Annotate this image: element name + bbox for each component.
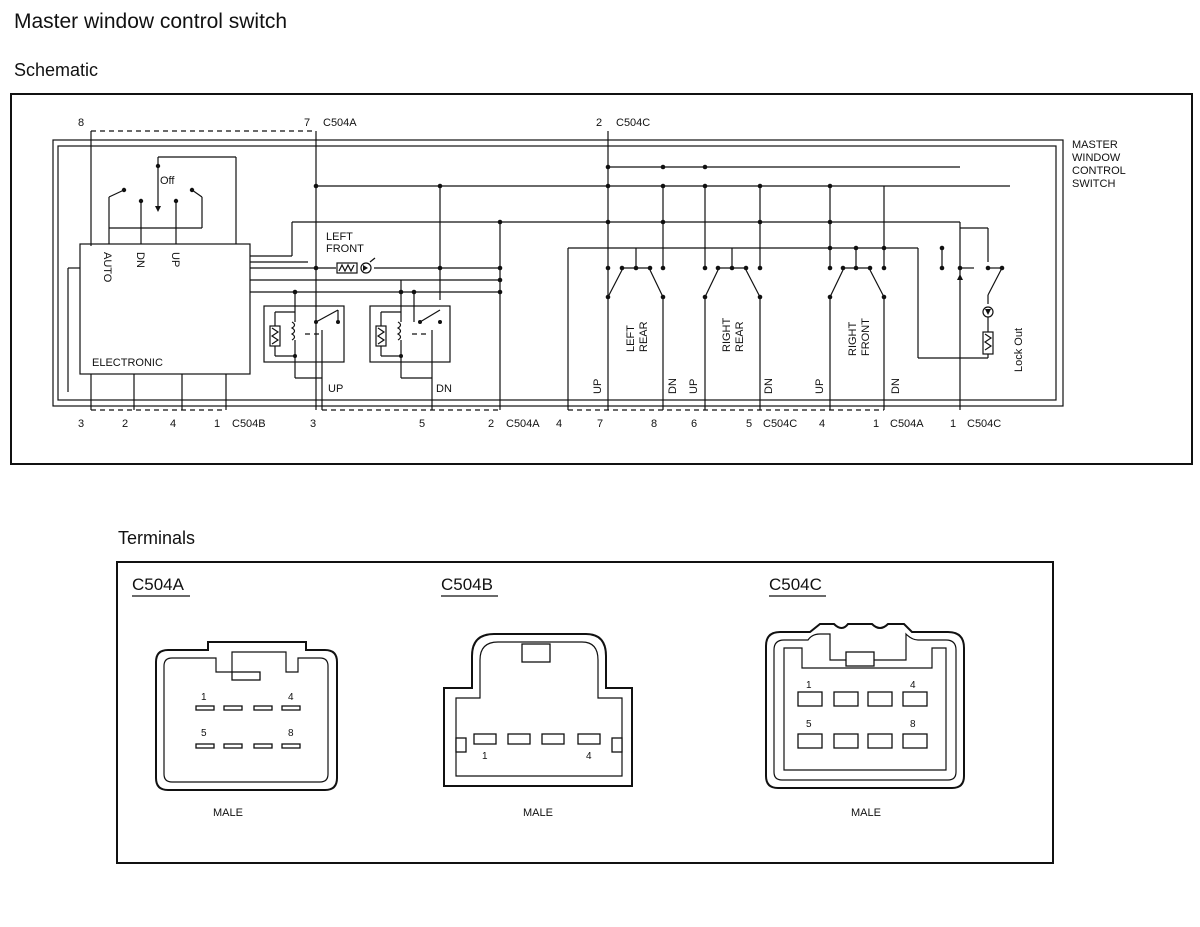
up-label: UP [592,379,604,394]
switch-dn-label: DN [134,252,146,268]
pin-label: 5 [201,728,207,739]
pin-label: 4 [288,692,294,703]
terminals-heading: Terminals [118,528,196,548]
left-front-label: LEFT [326,231,353,243]
relay-dn [369,280,451,410]
c504a-title: C504A [132,575,185,594]
switch-right-rear [702,186,763,410]
lock-out-label: Lock Out [1013,328,1025,372]
schematic-heading: Schematic [14,60,99,80]
electronic-label: ELECTRONIC [92,357,163,369]
module-outline-inner [57,145,1057,401]
pin-label: 7 [597,418,603,430]
pin-label: 4 [819,418,825,430]
pin-label: 1 [201,692,207,703]
pin-label: 2 [122,418,128,430]
right-front-label: RIGHT [847,322,859,357]
left-rear-label: LEFT [625,325,637,352]
pin-label: 8 [288,728,294,739]
connector-c504b [443,633,633,787]
module-label-line: WINDOW [1072,152,1121,164]
connector-c504a [155,641,338,791]
connector-label: C504B [232,418,266,430]
right-rear-label: RIGHT [721,318,733,353]
module-label-line: SWITCH [1072,178,1115,190]
pin-label: 5 [419,418,425,430]
junction-dots [313,164,945,295]
connector-label: C504C [967,418,1001,430]
switch-auto-label: AUTO [101,252,113,283]
led-icon [360,257,376,274]
pin-label: 1 [214,418,220,430]
schematic-frame [10,93,1193,465]
pin-label: 4 [910,680,916,691]
gender-label: MALE [851,807,881,819]
pin-label: 4 [556,418,562,430]
c504b-title: C504B [441,575,493,594]
pin-label: 3 [310,418,316,430]
pin-label: 5 [746,418,752,430]
connector-label: C504A [890,418,924,430]
connector-c504c [765,623,965,789]
c504c-title: C504C [769,575,822,594]
module-label: MASTER WINDOW CONTROL SWITCH [1072,139,1126,190]
pin-label: 1 [806,680,812,691]
pin-label: 1 [950,418,956,430]
module-label-line: MASTER [1072,139,1118,151]
switch-right-front [827,186,887,410]
module-label-line: CONTROL [1072,165,1126,177]
left-front-label: FRONT [326,243,364,255]
page-title: Master window control switch [14,10,288,33]
up-label: UP [814,379,826,394]
gender-label: MALE [213,807,243,819]
dn-label: DN [667,378,679,394]
wire-bus [250,166,1010,410]
pin-label: 5 [806,719,812,730]
pin-label: 4 [586,751,592,762]
left-rear-label: REAR [638,321,650,352]
module-outline-outer [52,139,1064,407]
pin-label: 8 [651,418,657,430]
pin-label: 6 [691,418,697,430]
pin-label: 8 [78,117,84,129]
gender-label: MALE [523,807,553,819]
right-front-label: FRONT [860,318,872,356]
resistor-icon [336,262,358,274]
relay-dn-label: DN [436,383,452,395]
dn-label: DN [763,378,775,394]
pin-label: 2 [488,418,494,430]
switch-off-label: Off [160,175,175,187]
dn-label: DN [890,378,902,394]
switch-left-rear [605,186,666,410]
mode-switch [108,156,237,244]
switch-up-label: UP [169,252,181,267]
pin-label: 1 [873,418,879,430]
lock-out-switch [939,248,1005,359]
up-label: UP [688,379,700,394]
right-rear-label: REAR [734,321,746,352]
electronic-module [79,243,251,375]
relay-up-label: UP [328,383,343,395]
connector-label: C504C [763,418,797,430]
pin-label: 1 [482,751,488,762]
relay-up [263,289,345,410]
pin-label: 4 [170,418,176,430]
connector-label: C504C [616,117,650,129]
connector-label: C504A [323,117,357,129]
pin-label: 8 [910,719,916,730]
terminals-frame [116,561,1054,864]
pin-label: 2 [596,117,602,129]
connector-label: C504A [506,418,540,430]
pin-label: 7 [304,117,310,129]
pin-label: 3 [78,418,84,430]
